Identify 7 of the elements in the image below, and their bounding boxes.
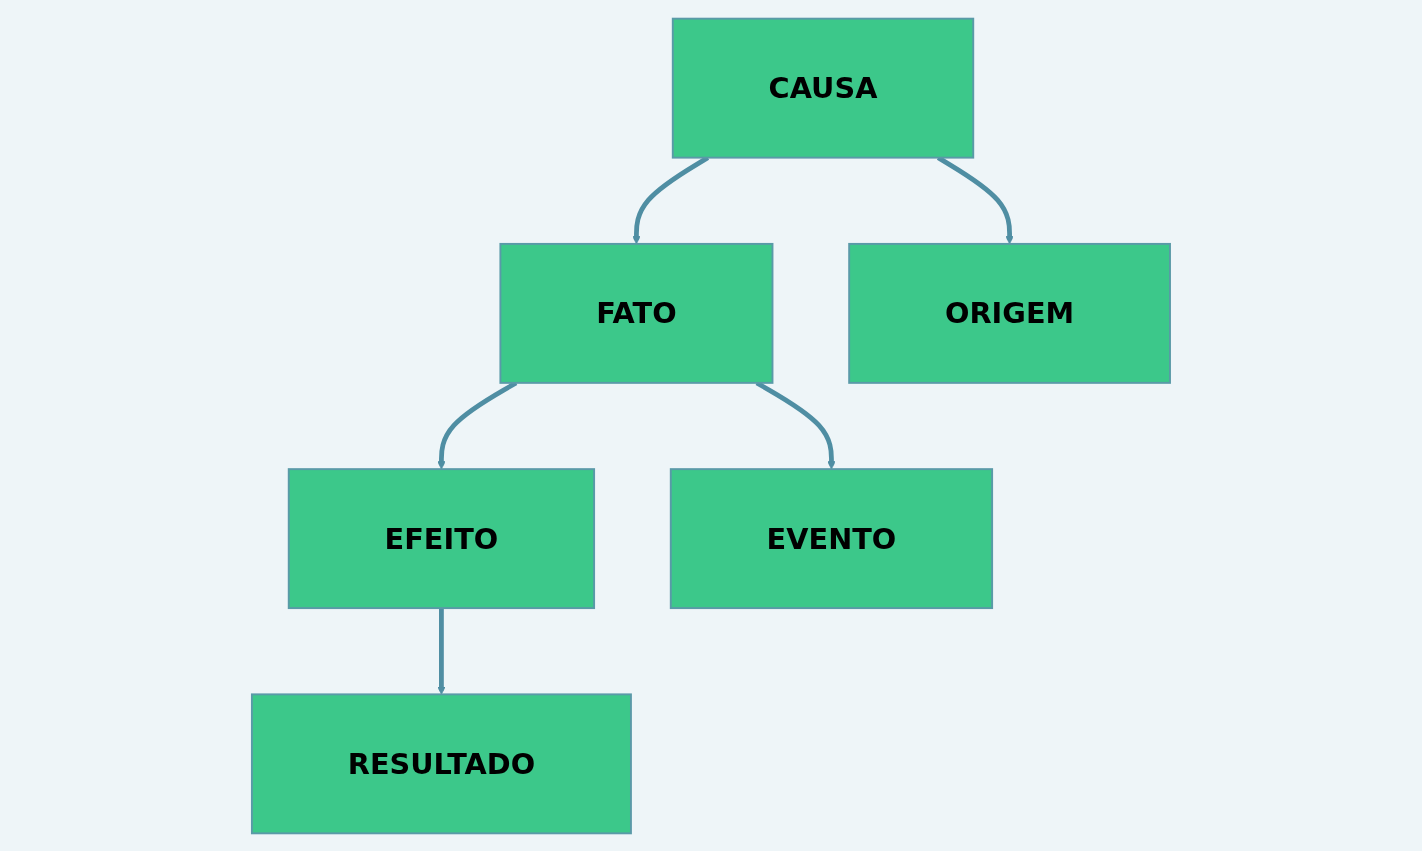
node-box: RESULTADO xyxy=(251,692,632,834)
node-box: EFEITO xyxy=(287,467,596,609)
arrow xyxy=(437,607,446,695)
node-box: EVENTO xyxy=(669,467,994,609)
node-box: CAUSA xyxy=(671,17,975,159)
node-box: FATO xyxy=(499,242,774,384)
node-box: ORIGEM xyxy=(848,242,1171,384)
